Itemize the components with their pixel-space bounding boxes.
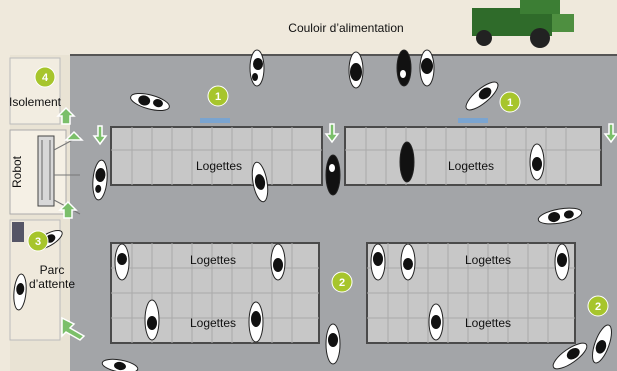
cow xyxy=(325,323,341,365)
marker-2-b: 2 xyxy=(587,295,609,317)
cow xyxy=(144,299,160,341)
svg-text:1: 1 xyxy=(215,91,221,103)
cow xyxy=(130,92,170,112)
tractor-icon xyxy=(472,0,574,48)
marker-3: 3 xyxy=(27,230,49,252)
svg-text:4: 4 xyxy=(42,72,49,84)
cow xyxy=(114,243,130,281)
cow xyxy=(92,159,108,201)
water-trough xyxy=(458,118,488,123)
cow xyxy=(249,49,265,87)
marker-2-a: 2 xyxy=(331,271,353,293)
cow xyxy=(592,324,612,364)
water-trough xyxy=(200,118,230,123)
cows xyxy=(13,49,612,371)
cow xyxy=(270,243,286,281)
stalls-label: Logettes xyxy=(196,159,242,173)
isolation-label: Isolement xyxy=(9,95,62,109)
isolation-room xyxy=(9,57,61,125)
cow xyxy=(325,154,341,196)
gate-icon xyxy=(12,222,24,242)
cow xyxy=(554,243,570,281)
cow xyxy=(13,273,27,311)
arrow-icon xyxy=(92,125,108,146)
cow xyxy=(537,207,583,225)
traffic-arrows xyxy=(56,106,617,341)
svg-text:1: 1 xyxy=(507,97,513,109)
cow xyxy=(465,81,499,111)
stalls-label: Logettes xyxy=(190,316,236,330)
stall-block-top-right xyxy=(344,126,602,186)
feed-alley-label: Couloir d’alimentation xyxy=(288,21,403,35)
cow xyxy=(400,243,416,281)
arrow-icon xyxy=(61,316,86,341)
waiting-area-label-line2: d’attente xyxy=(29,277,75,291)
svg-text:2: 2 xyxy=(595,301,601,313)
cow xyxy=(399,141,415,183)
cow xyxy=(101,358,139,371)
robot-label: Robot xyxy=(10,155,24,188)
svg-text:3: 3 xyxy=(35,236,41,248)
cow xyxy=(552,342,588,370)
marker-1-a: 1 xyxy=(207,85,229,107)
stalls-label: Logettes xyxy=(448,159,494,173)
stalls-label: Logettes xyxy=(465,253,511,267)
marker-4: 4 xyxy=(34,66,56,88)
stall-block-top-left xyxy=(110,126,323,186)
marker-1-b: 1 xyxy=(499,91,521,113)
arrow-icon xyxy=(58,200,78,219)
cow xyxy=(419,49,435,87)
arrow-icon xyxy=(603,123,617,144)
stalls-label: Logettes xyxy=(190,253,236,267)
cow xyxy=(348,51,364,89)
waiting-area-label-line1: Parc xyxy=(40,263,65,277)
cow xyxy=(251,161,269,203)
cow xyxy=(529,143,545,181)
arrow-icon xyxy=(324,123,340,144)
cow xyxy=(370,243,386,281)
stalls-label: Logettes xyxy=(465,316,511,330)
cow xyxy=(428,303,444,341)
cow xyxy=(396,49,412,87)
svg-text:2: 2 xyxy=(339,277,345,289)
cow xyxy=(248,301,264,343)
arrow-icon xyxy=(56,106,76,125)
arrow-icon xyxy=(64,130,84,141)
